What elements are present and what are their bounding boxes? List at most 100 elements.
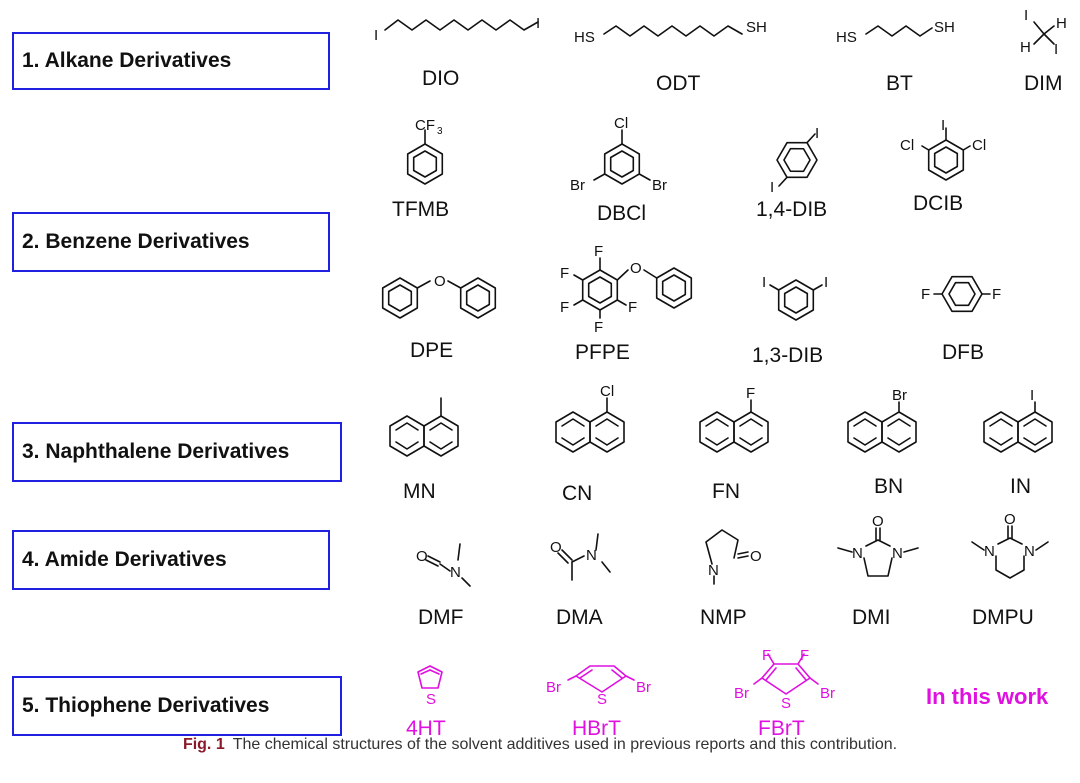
category-box-thiophene: 5. Thiophene Derivatives — [12, 676, 342, 736]
category-label: 4. Amide Derivatives — [22, 548, 227, 571]
category-box-benzene: 2. Benzene Derivatives — [12, 212, 330, 272]
compound-label-dim: DIM — [1024, 72, 1063, 95]
compound-label-fn: FN — [712, 480, 740, 503]
atom-i: I — [762, 274, 766, 291]
molecule-cn: Cl CN — [555, 383, 625, 505]
highlight-in-this-work: In this work — [926, 684, 1049, 709]
atom-br: Br — [734, 685, 749, 702]
atom-o: O — [416, 548, 428, 565]
atom-cf3: CF — [415, 117, 435, 134]
compound-label-hbrt: HBrT — [572, 717, 621, 740]
atom-o: O — [1004, 511, 1016, 528]
atom-n: N — [450, 564, 461, 581]
molecule-pfpe: F F F F F O PFPE — [560, 243, 693, 364]
compound-label-dmf: DMF — [418, 606, 464, 629]
category-box-amide: 4. Amide Derivatives — [12, 530, 330, 590]
compound-label-pfpe: PFPE — [575, 341, 630, 364]
compound-label-dcib: DCIB — [913, 192, 963, 215]
atom-o: O — [630, 260, 642, 277]
atom-f: F — [762, 647, 771, 664]
atom-f: F — [594, 319, 603, 336]
atom-f: F — [992, 286, 1001, 303]
atom-n: N — [892, 545, 903, 562]
molecule-in: I IN — [983, 387, 1053, 498]
atom-n: N — [852, 545, 863, 562]
molecule-bn: Br BN — [847, 387, 917, 498]
molecule-fbrt: F F Br Br S FBrT — [734, 647, 835, 740]
atom-o: O — [872, 513, 884, 530]
molecule-odt: HS SH ODT — [574, 19, 767, 95]
atom-h: H — [1020, 39, 1031, 56]
compound-label-dma: DMA — [556, 606, 603, 629]
category-label: 2. Benzene Derivatives — [22, 230, 250, 253]
molecule-dma: O N DMA — [550, 533, 611, 629]
molecule-dmf: O N DMF — [416, 543, 471, 629]
category-label: 3. Naphthalene Derivatives — [22, 440, 290, 463]
atom-i: I — [1030, 387, 1034, 404]
atom-br: Br — [546, 679, 561, 696]
atom-i: I — [824, 274, 828, 291]
compound-label-4ht: 4HT — [406, 717, 446, 740]
category-box-alkane: 1. Alkane Derivatives — [12, 32, 330, 90]
atom-f: F — [628, 299, 637, 316]
compound-label-bn: BN — [874, 475, 903, 498]
atom-n: N — [1024, 543, 1035, 560]
atom-hs: HS — [574, 29, 595, 46]
compound-label-14-dib: 1,4-DIB — [756, 198, 827, 221]
molecule-dpe: O DPE — [381, 273, 497, 362]
atom-f: F — [560, 265, 569, 282]
atom-br: Br — [652, 177, 667, 194]
atom-o: O — [434, 273, 446, 290]
atom-br: Br — [570, 177, 585, 194]
compound-label-tfmb: TFMB — [392, 198, 449, 221]
molecule-dbcl: Cl Br Br DBCl — [570, 115, 667, 225]
atom-cl: Cl — [614, 115, 628, 132]
molecule-nmp: N O NMP — [700, 529, 762, 629]
atom-cl: Cl — [972, 137, 986, 154]
atom-n: N — [586, 547, 597, 564]
compound-label-dio: DIO — [422, 67, 459, 90]
atom-i: I — [1054, 41, 1058, 58]
atom-br: Br — [636, 679, 651, 696]
category-box-naphthalene: 3. Naphthalene Derivatives — [12, 422, 342, 482]
atom-o: O — [750, 548, 762, 565]
figure-caption: Fig. 1 The chemical structures of the sol… — [0, 736, 1080, 754]
compound-label-fbrt: FBrT — [758, 717, 805, 740]
molecule-dcib: I Cl Cl DCIB — [900, 117, 986, 215]
atom-sh: SH — [746, 19, 767, 36]
compound-label-bt: BT — [886, 72, 913, 95]
compound-label-dmpu: DMPU — [972, 606, 1034, 629]
atom-hs: HS — [836, 29, 857, 46]
atom-i: I — [536, 15, 540, 32]
atom-i: I — [1024, 7, 1028, 24]
molecule-tfmb: CF 3 TFMB — [392, 117, 449, 221]
compound-label-cn: CN — [562, 482, 592, 505]
compound-label-in: IN — [1010, 475, 1031, 498]
atom-f: F — [746, 385, 755, 402]
molecule-fn: F FN — [699, 385, 769, 503]
molecule-4ht: S 4HT — [406, 665, 446, 740]
molecule-14-dib: I I 1,4-DIB — [756, 125, 827, 221]
atom-i: I — [815, 125, 819, 142]
compound-label-dbcl: DBCl — [597, 202, 646, 225]
atom-cl: Cl — [600, 383, 614, 400]
atom-s: S — [597, 691, 607, 708]
figure-number: Fig. 1 — [182, 736, 225, 753]
atom-f: F — [560, 299, 569, 316]
caption-text: The chemical structures of the solvent a… — [232, 736, 898, 753]
category-label: 1. Alkane Derivatives — [22, 49, 232, 72]
molecule-dfb: F F DFB — [921, 275, 1001, 364]
atom-f: F — [800, 647, 809, 664]
atom-n: N — [984, 543, 995, 560]
compound-label-dfb: DFB — [942, 341, 984, 364]
atom-br: Br — [820, 685, 835, 702]
atom-i: I — [770, 179, 774, 196]
atom-s: S — [426, 691, 436, 708]
compound-label-mn: MN — [403, 480, 436, 503]
molecule-mn: MN — [389, 397, 459, 503]
atom-o: O — [550, 539, 562, 556]
molecule-bt: HS SH BT — [836, 19, 955, 95]
atom-s: S — [781, 695, 791, 712]
molecule-hbrt: Br Br S HBrT — [546, 665, 651, 740]
